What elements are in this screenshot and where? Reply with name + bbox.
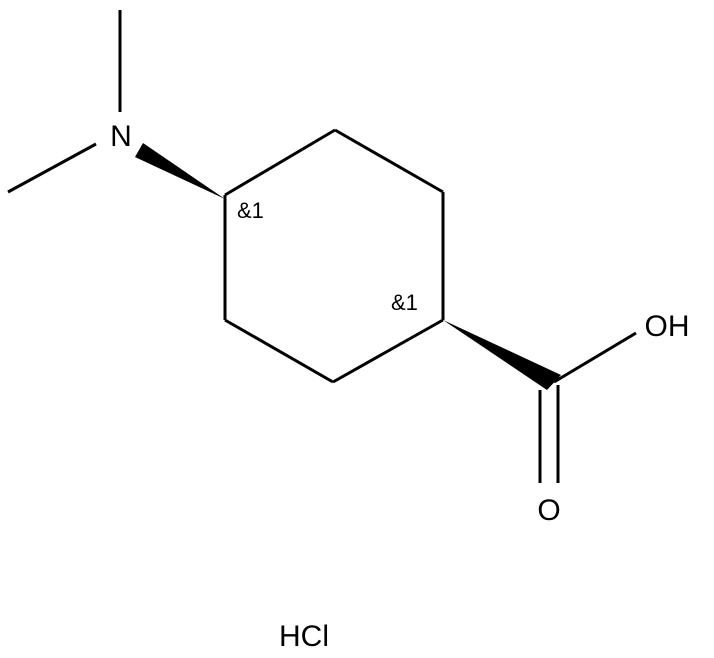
salt-label: HCl bbox=[279, 620, 329, 653]
hydroxyl-label: OH bbox=[645, 310, 690, 343]
wedge-bond-n-c1 bbox=[135, 143, 225, 199]
wedge-bond-c4-carboxyl bbox=[443, 320, 561, 390]
nitrogen-label: N bbox=[110, 120, 132, 153]
ring-bond-c2-c3 bbox=[334, 128, 444, 194]
ring-bond-c5-c6 bbox=[224, 318, 334, 384]
bond-c-oh bbox=[553, 331, 637, 384]
bond-n-methyl-left bbox=[7, 142, 97, 194]
ring-bond-c4-c5 bbox=[332, 318, 444, 384]
ring-bond-c1-c2 bbox=[224, 128, 336, 197]
stereo-label-c4: &1 bbox=[391, 290, 418, 315]
stereo-label-c1: &1 bbox=[237, 198, 264, 223]
carbonyl-oxygen-label: O bbox=[537, 494, 560, 527]
